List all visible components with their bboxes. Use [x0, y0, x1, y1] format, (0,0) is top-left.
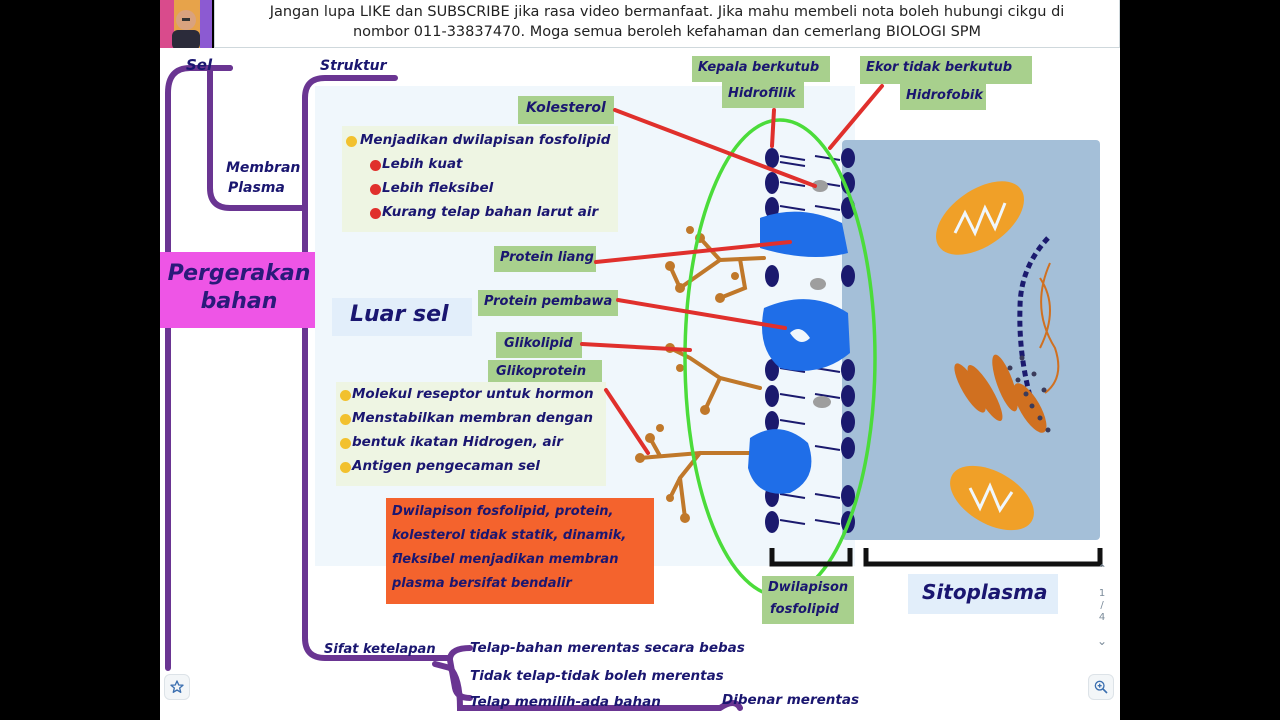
bullet-icon — [340, 462, 351, 473]
fluid-mosaic-note: Dwilapison fosfolipid, protein, kolester… — [386, 498, 654, 604]
ketelapan-item-1: Telap-bahan merentas secara bebas — [470, 640, 745, 656]
bullet-icon — [370, 184, 381, 195]
glikoprotein-point-3: bentuk ikatan Hidrogen, air — [352, 434, 563, 450]
plasma-label: Plasma — [228, 180, 285, 196]
glikoprotein-point-2: Menstabilkan membran dengan — [352, 410, 593, 426]
bullet-icon — [340, 414, 351, 425]
page-current: 1 — [1098, 588, 1106, 599]
page-total: 4 — [1098, 612, 1106, 623]
sitoplasma-box: Sitoplasma — [908, 574, 1058, 614]
kolesterol-sub-2: Lebih fleksibel — [382, 180, 494, 196]
hidrofilik-tag: Hidrofilik — [722, 82, 804, 108]
ketelapan-item-2: Tidak telap-tidak boleh merentas — [470, 668, 724, 684]
bullet-icon — [346, 136, 357, 147]
root-node-label: Pergerakan bahan — [167, 261, 311, 314]
banner-line-2: nombor 011-33837470. Moga semua beroleh … — [352, 24, 982, 40]
protein-liang-tag: Protein liang — [494, 246, 596, 272]
note-canvas: Sel Membran Plasma Struktur Pergerakan b… — [160, 48, 1120, 720]
kolesterol-main: Menjadikan dwilapisan fosfolipid — [360, 132, 611, 148]
page-separator-icon: / — [1100, 600, 1104, 611]
sifat-ketelapan-label: Sifat ketelapan — [324, 642, 436, 657]
hidrofobik-tag: Hidrofobik — [900, 84, 986, 110]
channel-avatar — [160, 0, 212, 50]
luar-sel-box: Luar sel — [332, 298, 472, 336]
mindmap-branches — [165, 65, 743, 711]
glikolipid-tag: Glikolipid — [496, 332, 582, 358]
dwilapisan-tag: Dwilapison fosfolipid — [762, 576, 854, 624]
glikoprotein-panel — [336, 382, 606, 486]
glikoprotein-point-1: Molekul reseptor untuk hormon — [352, 386, 594, 402]
struktur-label: Struktur — [320, 58, 387, 74]
favorite-button[interactable] — [164, 674, 190, 700]
glikoprotein-point-4: Antigen pengecaman sel — [352, 458, 540, 474]
kolesterol-sub-3: Kurang telap bahan larut air — [382, 204, 599, 220]
announcement-banner: Jangan lupa LIKE dan SUBSCRIBE jika rasa… — [214, 0, 1120, 48]
bullet-icon — [340, 438, 351, 449]
star-icon — [170, 680, 184, 693]
protein-pembawa-tag: Protein pembawa — [478, 290, 618, 316]
bullet-icon — [340, 390, 351, 401]
kolesterol-tag: Kolesterol — [518, 96, 614, 124]
zoom-in-icon — [1094, 680, 1108, 694]
bullet-icon — [370, 160, 381, 171]
glikoprotein-tag: Glikoprotein — [488, 360, 602, 386]
root-node: Pergerakan bahan — [160, 252, 318, 328]
membran-label: Membran — [226, 160, 301, 176]
zoom-in-button[interactable] — [1088, 674, 1114, 700]
ekor-tag: Ekor tidak berkutub — [860, 56, 1032, 84]
bullet-icon — [370, 208, 381, 219]
kolesterol-sub-1: Lebih kuat — [382, 156, 463, 172]
chevron-down-icon[interactable]: ⌄ — [1096, 634, 1108, 648]
luar-sel-label: Luar sel — [350, 302, 449, 327]
membrane-diagram — [580, 84, 1103, 598]
kolesterol-panel — [342, 126, 618, 232]
ketelapan-item-3: Telap memilih-ada bahan — [470, 694, 661, 710]
sitoplasma-label: Sitoplasma — [922, 580, 1048, 604]
sel-label: Sel — [186, 56, 213, 74]
kepala-tag: Kepala berkutub — [692, 56, 830, 82]
ketelapan-extra: Dibenar merentas — [722, 692, 859, 708]
chevron-up-icon[interactable]: ⌃ — [1096, 562, 1108, 576]
banner-line-1: Jangan lupa LIKE dan SUBSCRIBE jika rasa… — [269, 4, 1065, 20]
